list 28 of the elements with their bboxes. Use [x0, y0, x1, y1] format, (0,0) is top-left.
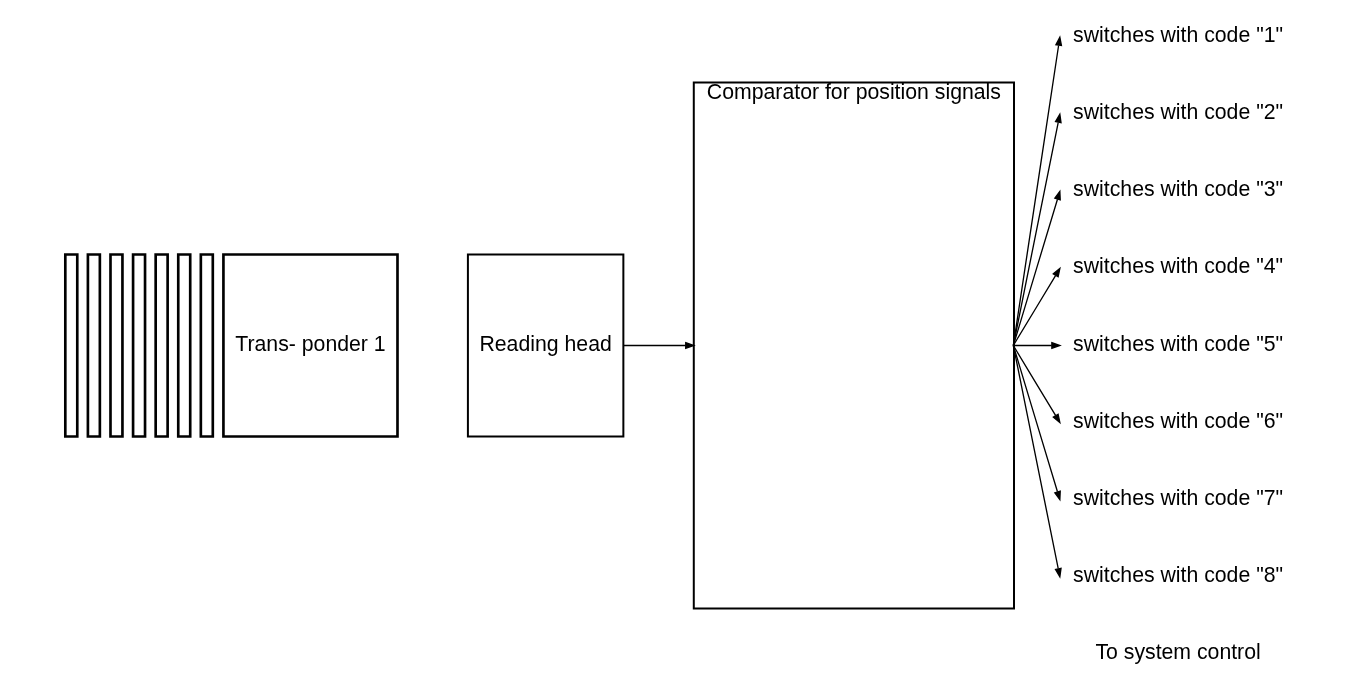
- node-box: Trans- ponder 1: [222, 253, 399, 438]
- node-box: Comparator for position signals: [692, 81, 1015, 610]
- node-text: switches with code "8": [1073, 562, 1284, 587]
- node-text: switches with code "4": [1073, 254, 1284, 279]
- node-box: [109, 253, 124, 438]
- label: To system control: [1095, 639, 1261, 664]
- arrow: [1012, 344, 1062, 579]
- node-text: switches with code "5": [1073, 331, 1284, 356]
- arrow: [1012, 112, 1062, 347]
- node-box: [199, 253, 215, 438]
- arrow: [1012, 341, 1062, 350]
- arrow: [1012, 189, 1061, 347]
- node-text: switches with code "6": [1073, 408, 1284, 433]
- node-box: [154, 253, 169, 438]
- arrow: [1012, 344, 1061, 425]
- node-box: [86, 253, 102, 438]
- node-text: switches with code "1": [1073, 23, 1284, 48]
- node-box: [64, 253, 79, 438]
- arrow: [1012, 35, 1063, 347]
- node-box: [131, 253, 147, 438]
- arrow: [1012, 344, 1061, 502]
- node-text: switches with code "7": [1073, 485, 1284, 510]
- node-text: switches with code "3": [1073, 177, 1284, 202]
- node-box: [176, 253, 192, 438]
- node-text: switches with code "2": [1073, 100, 1284, 125]
- arrow: [622, 341, 696, 350]
- arrow: [1012, 266, 1061, 347]
- node-box: Reading head: [466, 253, 625, 438]
